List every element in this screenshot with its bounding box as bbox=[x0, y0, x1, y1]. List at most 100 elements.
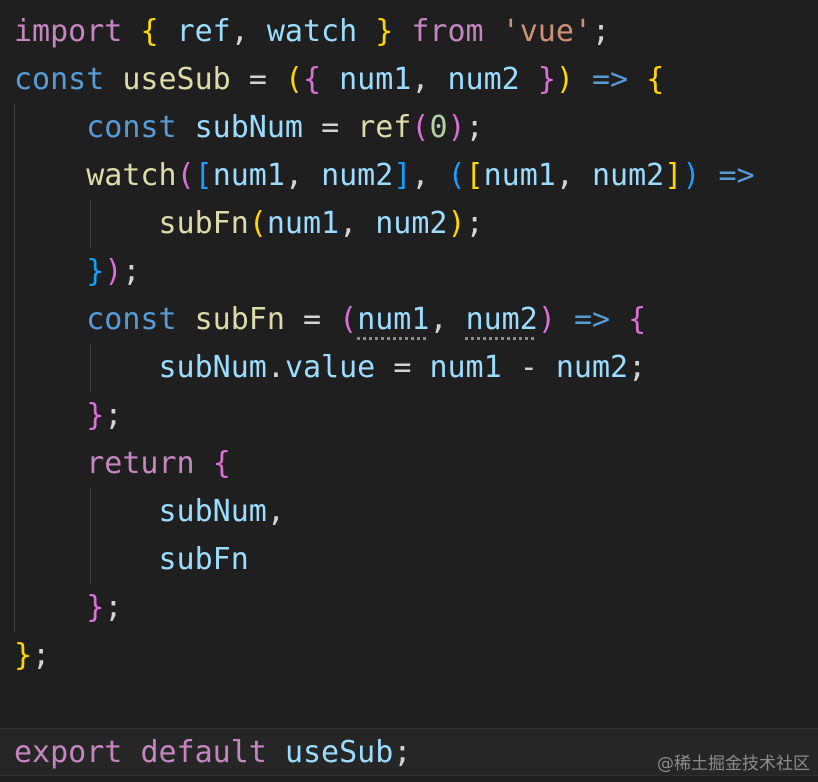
code-token: = bbox=[303, 302, 322, 337]
code-token: , bbox=[284, 158, 322, 193]
code-token: => bbox=[592, 62, 629, 97]
code-token: 0 bbox=[429, 110, 448, 145]
code-token: num1 bbox=[357, 302, 430, 337]
code-line[interactable]: subFn bbox=[0, 536, 818, 584]
code-token: ] bbox=[664, 158, 683, 193]
code-token bbox=[502, 350, 520, 385]
code-token: = bbox=[248, 62, 267, 97]
code-token bbox=[411, 350, 429, 385]
code-token: = bbox=[321, 110, 340, 145]
code-line[interactable]: const subNum = ref(0); bbox=[0, 104, 818, 152]
code-token bbox=[14, 254, 86, 289]
code-line[interactable]: }); bbox=[0, 248, 818, 296]
code-line[interactable]: watch([num1, num2], ([num1, num2]) => bbox=[0, 152, 818, 200]
code-line-content: return { bbox=[14, 440, 231, 488]
code-line[interactable]: subNum.value = num1 - num2; bbox=[0, 344, 818, 392]
code-token bbox=[14, 350, 159, 385]
code-token bbox=[14, 158, 86, 193]
code-token: subFn bbox=[194, 302, 285, 337]
code-line[interactable]: subFn(num1, num2); bbox=[0, 200, 818, 248]
code-token: } bbox=[86, 254, 105, 289]
indent-guide bbox=[90, 488, 91, 584]
code-token: subFn bbox=[158, 206, 249, 241]
code-line[interactable]: const subFn = (num1, num2) => { bbox=[0, 296, 818, 344]
indent-guide bbox=[90, 200, 91, 248]
code-line[interactable]: }; bbox=[0, 392, 818, 440]
code-line[interactable]: }; bbox=[0, 632, 818, 680]
code-token: useSub bbox=[122, 62, 231, 97]
code-token: } bbox=[375, 14, 394, 49]
code-token: [ bbox=[465, 158, 484, 193]
code-token: { bbox=[628, 302, 647, 337]
code-token: { bbox=[303, 62, 322, 97]
code-line[interactable]: subNum, bbox=[0, 488, 818, 536]
code-token: subNum bbox=[194, 110, 303, 145]
code-token: } bbox=[14, 638, 33, 673]
code-token: num2 bbox=[375, 206, 448, 241]
code-token: ( bbox=[248, 206, 267, 241]
code-token: - bbox=[519, 350, 538, 385]
code-token: import bbox=[14, 14, 123, 49]
code-token: ; bbox=[104, 590, 123, 625]
code-token: } bbox=[86, 590, 105, 625]
code-token: watch bbox=[86, 158, 177, 193]
code-line[interactable] bbox=[0, 680, 818, 728]
code-token: num1 bbox=[429, 350, 502, 385]
code-token bbox=[122, 14, 140, 49]
code-token: ; bbox=[393, 735, 412, 770]
code-line-content: subFn(num1, num2); bbox=[14, 200, 484, 248]
code-line[interactable]: import { ref, watch } from 'vue'; bbox=[0, 8, 818, 56]
code-token: num2 bbox=[447, 62, 520, 97]
code-token: subNum bbox=[158, 494, 267, 529]
code-token bbox=[177, 302, 195, 337]
code-token: ( bbox=[339, 302, 358, 337]
code-token: ; bbox=[628, 350, 647, 385]
code-token: = bbox=[393, 350, 412, 385]
code-token: num2 bbox=[555, 350, 629, 385]
code-token: num1 bbox=[483, 158, 556, 193]
code-token: , bbox=[411, 62, 448, 97]
code-token: ] bbox=[393, 158, 412, 193]
code-line-content: subNum.value = num1 - num2; bbox=[14, 344, 647, 392]
code-token: ; bbox=[465, 110, 484, 145]
code-token: ref bbox=[176, 14, 231, 49]
code-token: { bbox=[646, 62, 665, 97]
indent-guide bbox=[14, 104, 15, 632]
current-code-line[interactable]: export default useSub; bbox=[0, 728, 818, 776]
code-token: { bbox=[140, 14, 159, 49]
code-token: ; bbox=[104, 398, 123, 433]
code-token bbox=[14, 302, 86, 337]
code-token bbox=[267, 62, 285, 97]
code-token: num2 bbox=[321, 158, 394, 193]
code-token bbox=[231, 62, 249, 97]
code-token bbox=[14, 590, 86, 625]
code-token: watch bbox=[266, 14, 358, 49]
code-token bbox=[195, 446, 213, 481]
code-line-content: export default useSub; bbox=[14, 729, 411, 777]
code-token: ) bbox=[104, 254, 123, 289]
code-line[interactable]: }; bbox=[0, 584, 818, 632]
code-token bbox=[267, 735, 285, 770]
code-token: . bbox=[266, 350, 285, 385]
code-line-content: }; bbox=[14, 392, 122, 440]
code-token bbox=[321, 302, 339, 337]
code-token: , bbox=[555, 158, 592, 193]
code-token: ( bbox=[447, 158, 466, 193]
code-token: ref bbox=[357, 110, 412, 145]
code-token: ( bbox=[284, 62, 303, 97]
code-token: , bbox=[411, 158, 448, 193]
code-token bbox=[700, 158, 718, 193]
code-token: ; bbox=[592, 14, 611, 49]
code-token bbox=[14, 542, 159, 577]
code-token: const bbox=[86, 302, 177, 337]
watermark: @稀土掘金技术社区 bbox=[657, 754, 810, 774]
code-line[interactable]: const useSub = ({ num1, num2 }) => { bbox=[0, 56, 818, 104]
code-token bbox=[556, 302, 574, 337]
code-token: subNum bbox=[158, 350, 267, 385]
code-token bbox=[393, 14, 411, 49]
code-token bbox=[159, 14, 177, 49]
code-line-content: const subNum = ref(0); bbox=[14, 104, 484, 152]
code-line[interactable]: return { bbox=[0, 440, 818, 488]
code-token: ) bbox=[447, 110, 466, 145]
